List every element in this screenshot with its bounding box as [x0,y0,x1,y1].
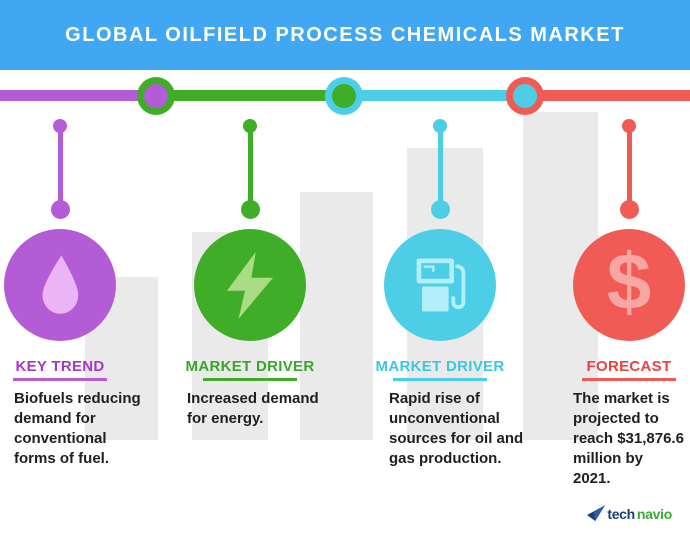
background-bar [300,192,373,440]
icon-badge [4,229,116,341]
page-title: GLOBAL OILFIELD PROCESS CHEMICALS MARKET [65,23,625,46]
droplet-icon [42,255,79,314]
connector-line [247,126,253,209]
technavio-logo-icon [587,505,606,521]
timeline-segment-cyan [344,90,525,101]
logo-text-navio: navio [636,505,672,522]
connector-dot [240,200,260,219]
icon-badge: $ [573,229,685,341]
timeline-segment-purple [0,90,157,101]
column-description: Increased demand for energy. [187,390,319,427]
timeline-node [506,77,544,115]
label-underline [13,378,107,381]
connector-line [626,126,632,209]
timeline-segment-green [157,90,344,101]
label-underline [393,378,487,381]
label-underline [203,378,297,381]
column-label: MARKET DRIVER [375,358,505,375]
connector-line [57,126,63,209]
timeline-node [137,77,175,115]
column-description: The market is projected to reach $31,876… [573,390,684,487]
timeline-node [325,77,363,115]
icon-badge [194,229,306,341]
logo-text-tech: tech [607,505,635,522]
connector-dot [430,200,450,219]
column-label: FORECAST [586,358,672,375]
lightning-icon [226,251,274,319]
fuel-pump-icon [416,258,466,312]
timeline-node-core [513,84,537,108]
column-description: Biofuels reducing demand for conventiona… [14,390,141,467]
connector-dot [619,200,639,219]
column-label: MARKET DRIVER [185,358,315,375]
icon-badge [384,229,496,341]
dollar-icon: $ [606,237,652,326]
timeline-node-core [144,84,168,108]
column-label: KEY TREND [15,358,105,375]
connector-line [437,126,443,209]
timeline-segment-red [525,90,690,101]
column-description: Rapid rise of unconventional sources for… [389,390,524,467]
header-banner: GLOBAL OILFIELD PROCESS CHEMICALS MARKET [0,0,690,70]
connector-dot [50,200,70,219]
label-underline [582,378,676,381]
timeline-node-core [332,84,356,108]
